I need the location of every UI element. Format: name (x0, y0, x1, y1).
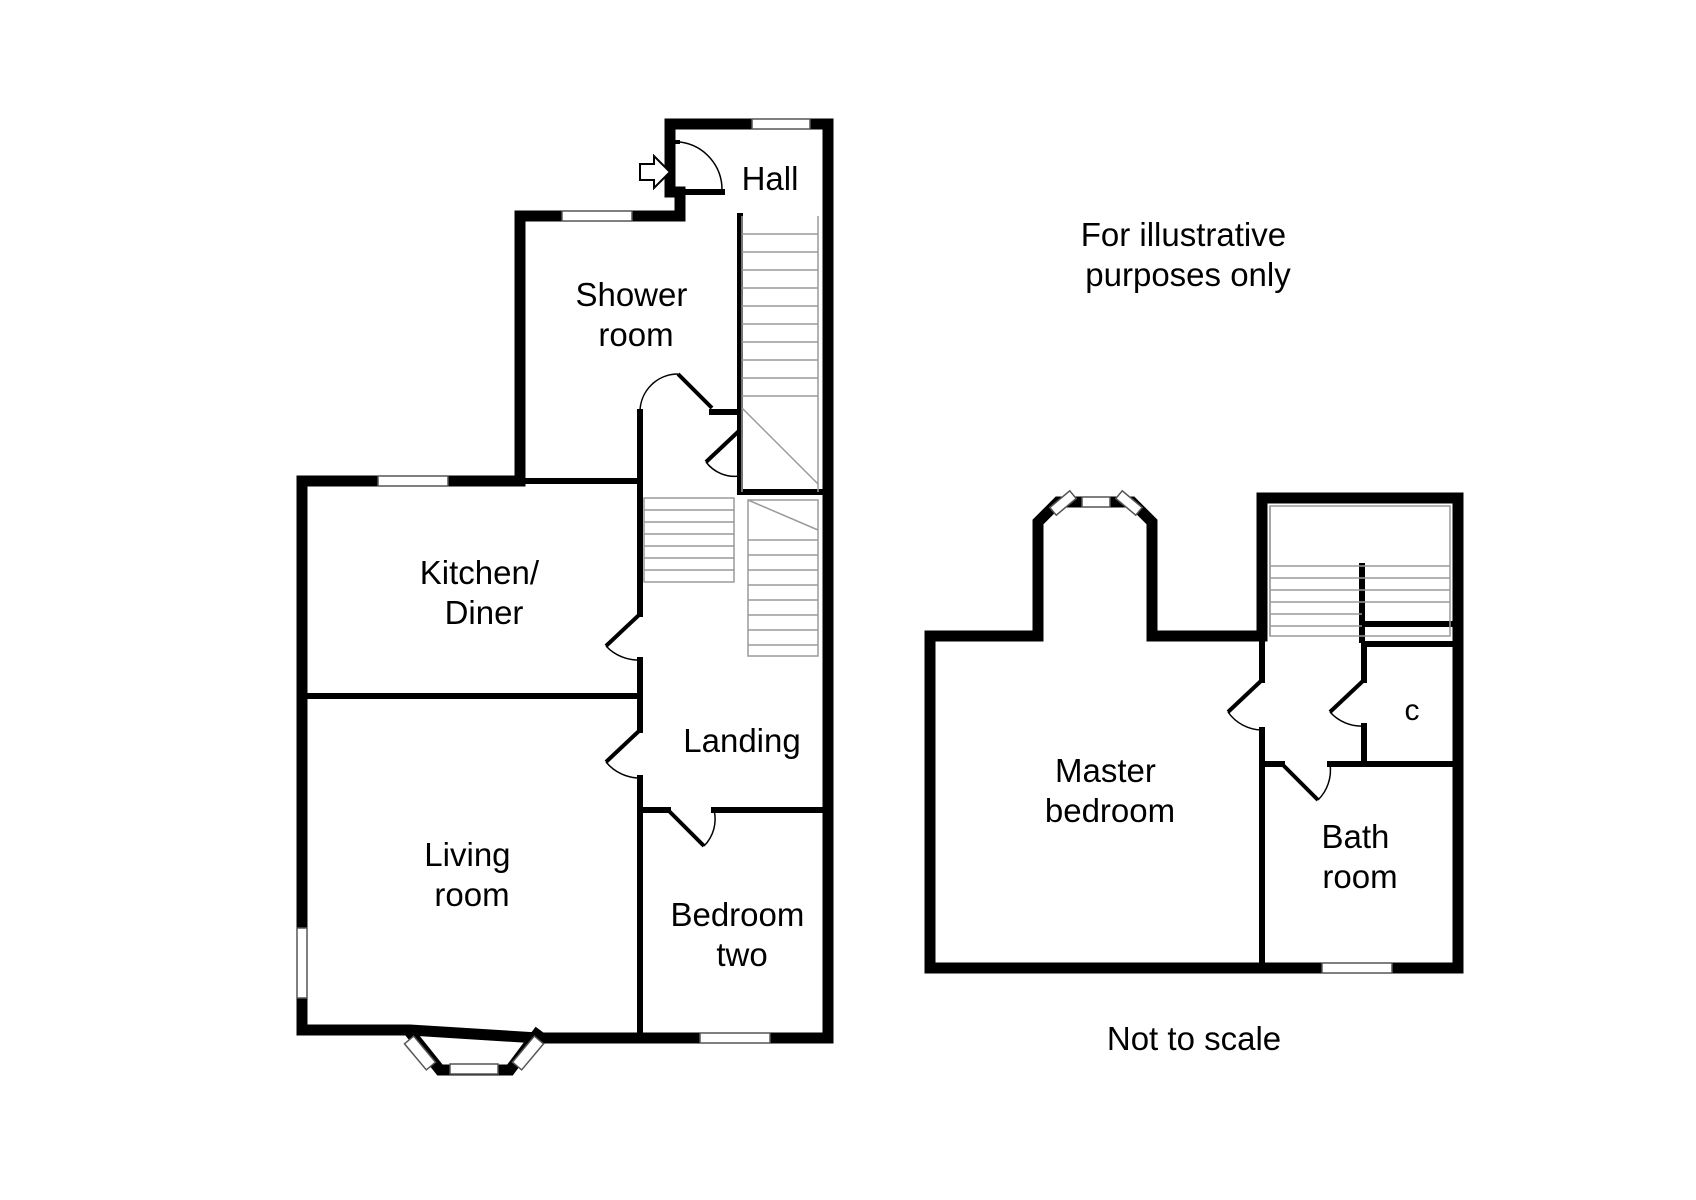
shower-door-swing (639, 373, 679, 413)
staircase-first-floor (1269, 505, 1451, 637)
living-door-leaf (604, 728, 642, 764)
bedroom-two-door-swing (703, 809, 716, 847)
shower-window (561, 210, 633, 222)
shower-door-leaf (676, 372, 714, 410)
bedroom-two-door-leaf (666, 808, 706, 848)
living-room-label: Living room (424, 836, 519, 913)
bath-window (1321, 962, 1393, 974)
bay-window-pane-center (449, 1063, 499, 1075)
bath-door-swing (1317, 763, 1332, 801)
living-side-window (296, 927, 308, 999)
bath-room-label: Bath room (1321, 818, 1398, 895)
staircase-landing (643, 497, 819, 657)
bedroom-two-window (699, 1032, 771, 1044)
kitchen-door-swing (605, 645, 641, 661)
master-door-swing (1227, 711, 1263, 731)
bay-window-pane-left (403, 1035, 437, 1071)
staircase-main (741, 216, 819, 492)
hall-label: Hall (742, 160, 799, 197)
master-bedroom-label: Master bedroom (1045, 752, 1175, 829)
first-floor-outer-wall (924, 492, 1464, 974)
master-bay-pane-left (1048, 489, 1078, 517)
scale-note: Not to scale (1107, 1020, 1281, 1057)
cupboard-door-leaf (704, 428, 742, 464)
master-bay-pane-right (1114, 489, 1144, 517)
kitchen-door-leaf (604, 612, 642, 648)
cupboard-label: c (1405, 694, 1420, 727)
landing-label: Landing (683, 722, 800, 759)
entrance-door-swing (679, 141, 723, 191)
ground-floor: Hall Shower room Kitchen/ Diner Landing … (296, 118, 834, 1076)
master-door-leaf (1226, 678, 1264, 714)
shower-room-label: Shower room (575, 276, 696, 353)
cupboard-door-swing (705, 461, 741, 478)
first-floor: Master bedroom Bath room c (924, 489, 1464, 974)
entrance-arrow-icon (639, 153, 672, 191)
hall-top-window (751, 118, 811, 130)
kitchen-diner-label: Kitchen/ Diner (420, 554, 548, 631)
bay-window-pane-right (511, 1035, 545, 1071)
cupboard-c-door-swing (1329, 711, 1365, 727)
master-bay-pane-center (1081, 496, 1111, 508)
cupboard-c-door-leaf (1328, 678, 1366, 714)
kitchen-window (377, 475, 449, 487)
bedroom-two-label: Bedroom two (670, 896, 813, 973)
living-door-swing (605, 761, 641, 779)
bath-door-leaf (1280, 762, 1320, 802)
illustrative-note: For illustrative purposes only (1081, 216, 1296, 293)
